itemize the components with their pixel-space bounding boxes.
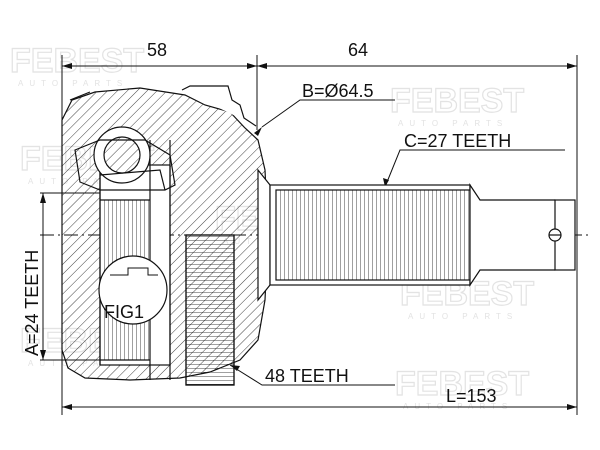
dim-abs-ring: 48 TEETH bbox=[265, 366, 349, 386]
watermark-brand: FEBEST bbox=[390, 82, 524, 120]
dim-inner-spline: A=24 TEETH bbox=[22, 250, 42, 356]
fig1-label: FIG1 bbox=[104, 302, 144, 322]
dim-total-length: L=153 bbox=[446, 386, 497, 406]
watermark-tagline: AUTO PARTS bbox=[18, 79, 128, 88]
dim-left-length: 58 bbox=[147, 40, 167, 60]
watermark-brand: FEBEST bbox=[10, 42, 144, 80]
arrowheads bbox=[40, 63, 577, 410]
watermark-tagline: AUTO PARTS bbox=[408, 312, 518, 321]
dim-outer-spline: C=27 TEETH bbox=[404, 131, 511, 151]
outer-housing bbox=[61, 85, 269, 386]
fig1-callout: FIG1 bbox=[98, 255, 168, 325]
watermark-tagline: AUTO PARTS bbox=[398, 119, 508, 128]
dim-right-length: 64 bbox=[348, 40, 368, 60]
dim-outer-diameter: B=Ø64.5 bbox=[302, 81, 374, 101]
watermark-brand: FEBEST bbox=[395, 365, 529, 403]
stub-shaft bbox=[257, 168, 576, 302]
